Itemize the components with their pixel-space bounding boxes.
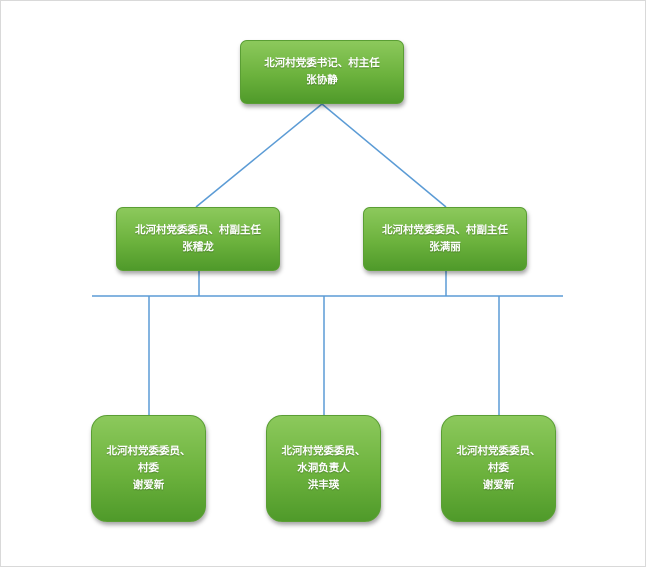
node-person-name: 张满丽: [429, 241, 461, 253]
node-person-name: 张协静: [306, 74, 338, 86]
node-person-name: 洪丰瑛: [307, 479, 340, 491]
node-role: 水洞负责人: [297, 462, 350, 474]
node-title: 北河村党委委员、村副主任: [135, 224, 261, 236]
node-role: 村委: [138, 462, 159, 474]
node-deputy-left: 北河村党委委员、村副主任 张稽龙: [116, 207, 280, 271]
node-title: 北河村党委委员、: [456, 445, 541, 457]
node-title: 北河村党委书记、村主任: [264, 57, 380, 69]
node-member-left: 北河村党委委员、 村委 谢爱新: [91, 415, 206, 522]
connector-top-right: [321, 103, 447, 208]
node-role: 村委: [488, 462, 509, 474]
node-title: 北河村党委委员、: [106, 445, 191, 457]
node-title: 北河村党委委员、: [281, 445, 366, 457]
node-person-name: 谢爱新: [132, 479, 165, 491]
node-person-name: 张稽龙: [182, 241, 214, 253]
node-person-name: 谢爱新: [482, 479, 515, 491]
node-secretary-chief: 北河村党委书记、村主任 张协静: [240, 40, 404, 104]
connector-top-left: [195, 103, 323, 208]
node-deputy-right: 北河村党委委员、村副主任 张满丽: [363, 207, 527, 271]
node-member-middle: 北河村党委委员、 水洞负责人 洪丰瑛: [266, 415, 381, 522]
node-member-right: 北河村党委委员、 村委 谢爱新: [441, 415, 556, 522]
node-title: 北河村党委委员、村副主任: [382, 224, 508, 236]
